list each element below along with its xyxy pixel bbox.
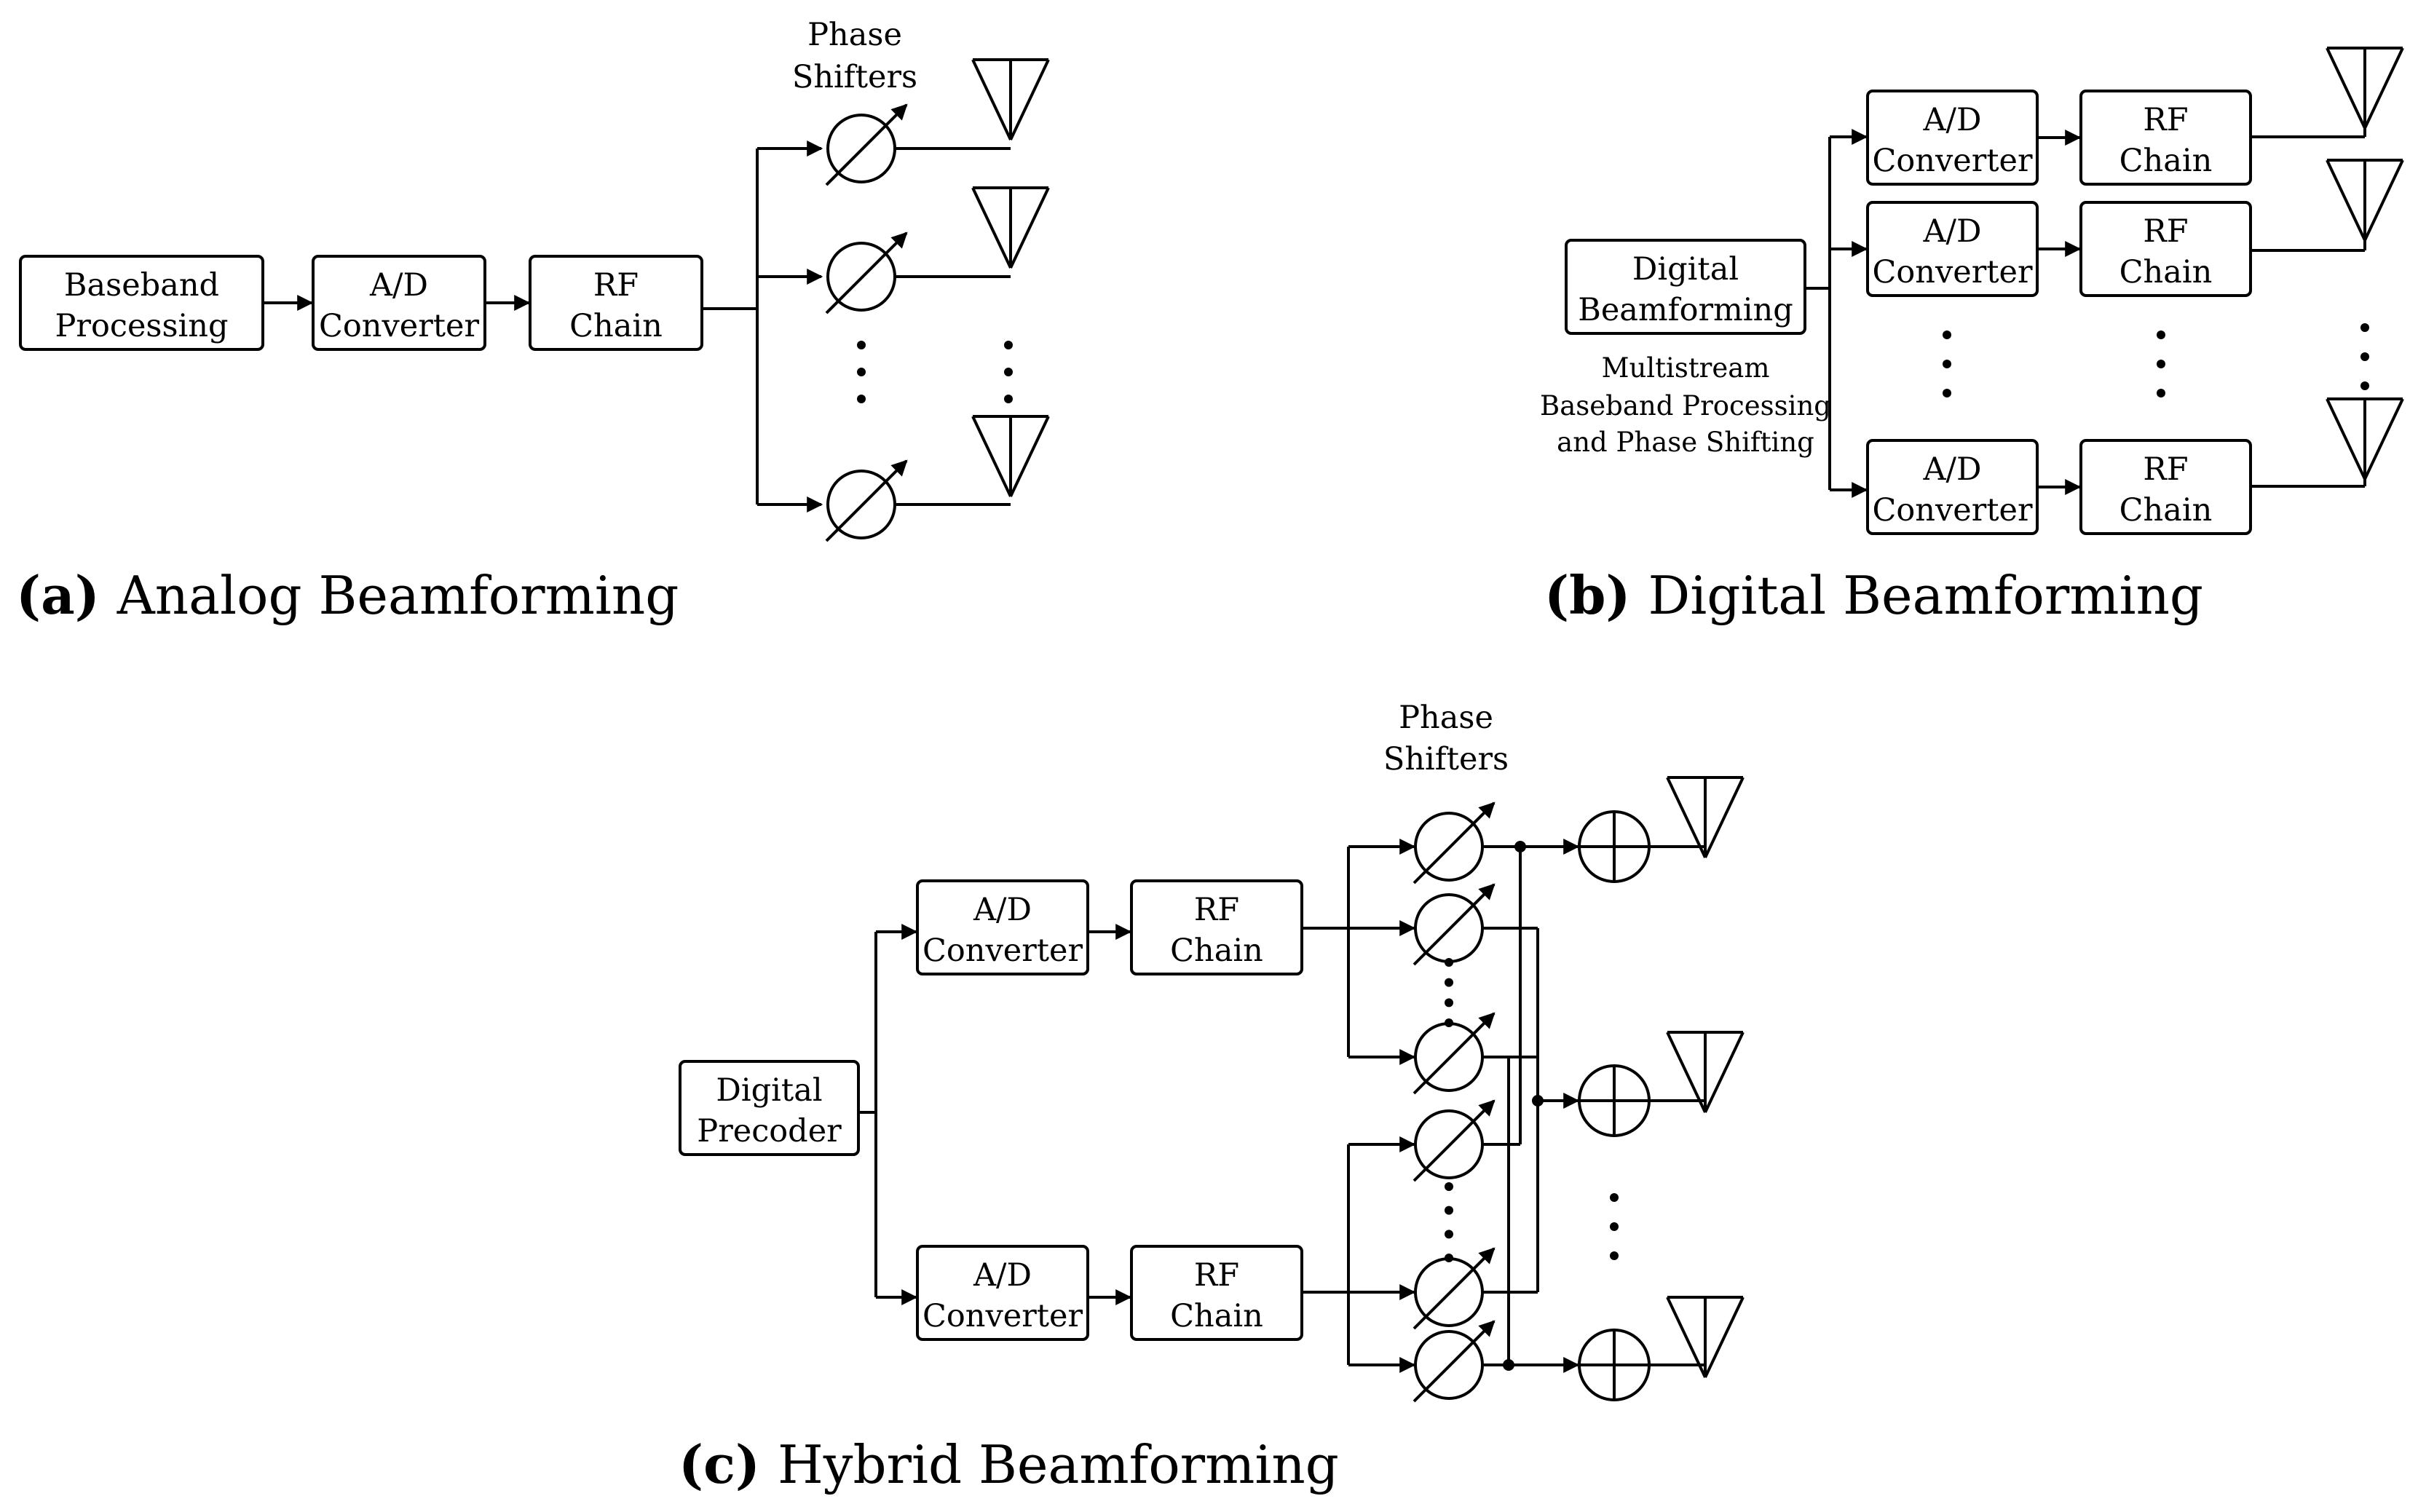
ad-converter-box	[1866, 439, 2039, 535]
phase-shifter-icon	[825, 459, 908, 542]
phase-shifter-icon	[825, 103, 908, 186]
rf-chain-box-label: RF	[2143, 102, 2188, 138]
rf-chain-box-label: Chain	[1170, 933, 1263, 969]
ad-converter-box-label: Converter	[1872, 143, 2033, 179]
digital-precoder-box-label: Digital	[716, 1072, 822, 1109]
rf-chain-box-label: RF	[1194, 1257, 1239, 1294]
antenna-icon	[2326, 159, 2404, 241]
rf-chain-box-label: Chain	[2119, 492, 2213, 529]
ellipsis-dots	[1004, 341, 1013, 403]
rf-chain-box	[1130, 879, 1303, 975]
multistream-note: Multistream	[1602, 352, 1770, 384]
junction-dot	[1532, 1095, 1544, 1107]
multistream-note: and Phase Shifting	[1557, 427, 1814, 458]
ad-converter-box	[1866, 201, 2039, 297]
combiner-icon	[1578, 1064, 1651, 1137]
rf-chain-box-label: RF	[2143, 451, 2188, 488]
digital-beamforming-box	[1565, 239, 1806, 335]
ad-converter-box	[312, 255, 486, 351]
phase-shifter-icon	[1413, 1320, 1496, 1403]
antenna-icon	[971, 415, 1050, 497]
combiner-icon	[1578, 810, 1651, 883]
caption-c: (c) Hybrid Beamforming	[679, 1433, 1339, 1495]
ellipsis-dots	[1943, 330, 1951, 397]
rf-chain-box-label: Chain	[2119, 254, 2213, 290]
antenna-icon	[971, 186, 1050, 269]
ad-converter-box-label: Converter	[1872, 492, 2033, 529]
multistream-note: Baseband Processing	[1540, 390, 1831, 421]
phase-shifter-icon	[1413, 1012, 1496, 1095]
digital-beamforming-box-label: Beamforming	[1578, 292, 1793, 328]
rf-chain-box	[529, 255, 703, 351]
caption-key: (b)	[1544, 564, 1630, 626]
rf-chain-box-label: Chain	[2119, 143, 2213, 179]
phase-shifter-icon	[1413, 1247, 1496, 1330]
phase-shifters-label: Shifters	[1383, 741, 1509, 777]
ellipsis-dots	[1445, 958, 1453, 1027]
caption-key: (a)	[16, 564, 100, 626]
digital-precoder-box-label: Precoder	[697, 1113, 842, 1149]
junction-dot	[1514, 841, 1526, 852]
antenna-icon	[2326, 397, 2404, 480]
ad-converter-box-label: A/D	[1922, 102, 1981, 138]
rf-chain-box-label: Chain	[569, 308, 663, 344]
rf-chain-box-label: Chain	[1170, 1298, 1263, 1334]
combiner-icon	[1578, 1329, 1651, 1401]
ad-converter-box-label: Converter	[1872, 254, 2033, 290]
rf-chain-box	[2079, 439, 2252, 535]
ellipsis-dots	[1445, 1182, 1453, 1262]
ellipsis-dots	[857, 341, 866, 403]
rf-chain-box	[2079, 90, 2252, 186]
phase-shifter-icon	[1413, 883, 1496, 966]
ad-converter-box	[916, 1245, 1089, 1341]
antenna-icon	[2326, 47, 2404, 129]
phase-shifters-label: Phase	[807, 17, 902, 53]
ellipsis-dots	[1610, 1193, 1619, 1260]
antenna-icon	[1666, 1296, 1745, 1378]
caption-title: Digital Beamforming	[1648, 565, 2203, 626]
baseband-processing-box-label: Processing	[55, 308, 228, 344]
ellipsis-dots	[2360, 323, 2369, 390]
phase-shifter-icon	[825, 231, 908, 314]
phase-shifter-icon	[1413, 801, 1496, 884]
phase-shifters-label: Phase	[1399, 700, 1493, 736]
ad-converter-box-label: Converter	[922, 933, 1083, 969]
ad-converter-box-label: A/D	[369, 267, 428, 304]
antenna-icon	[1666, 1031, 1745, 1113]
caption-a: (a) Analog Beamforming	[16, 564, 679, 626]
rf-chain-box	[1130, 1245, 1303, 1341]
baseband-processing-box-label: Baseband	[64, 267, 219, 304]
rf-chain-box	[2079, 201, 2252, 297]
caption-b: (b) Digital Beamforming	[1544, 564, 2203, 626]
rf-chain-box-label: RF	[1194, 892, 1239, 928]
digital-precoder-box	[679, 1060, 860, 1156]
phase-shifter-icon	[1413, 1099, 1496, 1182]
digital-beamforming-box-label: Digital	[1632, 251, 1739, 288]
ad-converter-box	[916, 879, 1089, 975]
rf-chain-box-label: RF	[593, 267, 639, 304]
ad-converter-box-label: Converter	[319, 308, 480, 344]
ad-converter-box-label: A/D	[973, 892, 1032, 928]
caption-title: Hybrid Beamforming	[778, 1434, 1339, 1495]
ad-converter-box-label: A/D	[973, 1257, 1032, 1294]
ellipsis-dots	[2157, 330, 2165, 397]
baseband-processing-box	[19, 255, 264, 351]
antenna-icon	[971, 58, 1050, 140]
phase-shifters-label: Shifters	[792, 59, 917, 95]
antenna-icon	[1666, 776, 1745, 858]
caption-title: Analog Beamforming	[116, 565, 679, 626]
rf-chain-box-label: RF	[2143, 213, 2188, 250]
caption-key: (c)	[679, 1433, 760, 1495]
ad-converter-box-label: A/D	[1922, 213, 1981, 250]
junction-dot	[1503, 1359, 1514, 1371]
ad-converter-box-label: Converter	[922, 1298, 1083, 1334]
ad-converter-box	[1866, 90, 2039, 186]
ad-converter-box-label: A/D	[1922, 451, 1981, 488]
